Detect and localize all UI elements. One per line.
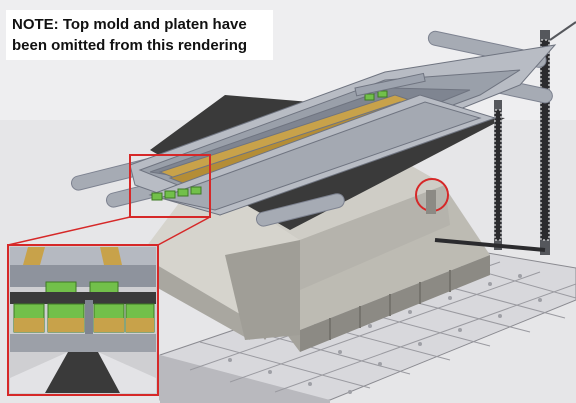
note-callout: NOTE: Top mold and platen have been omit… [6,10,273,60]
top-carriage [129,44,557,216]
zoom-inset [7,244,159,396]
support-frame [434,21,576,255]
callout-rectangle-icon [129,154,211,218]
note-line-2: been omitted from this rendering [12,37,248,54]
note-line-1: NOTE: Top mold and platen have [12,16,247,33]
